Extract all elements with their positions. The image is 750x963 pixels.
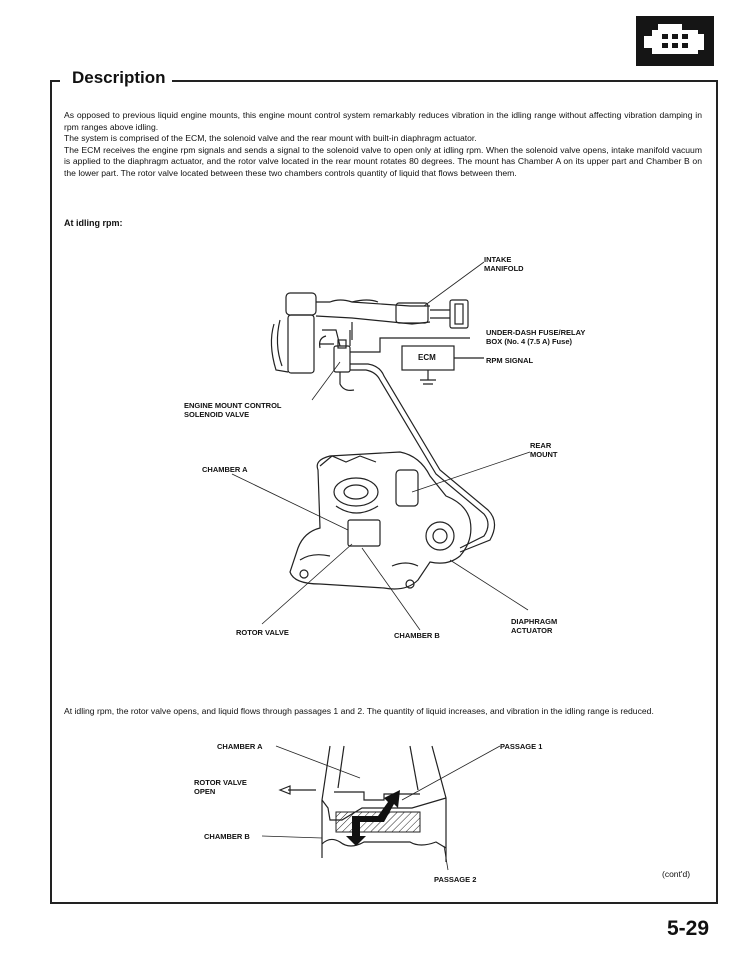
intro-paragraph: The ECM receives the engine rpm signals … [64,144,702,178]
continued-note: (cont'd) [662,869,691,879]
section-title: Description [68,68,170,88]
rear-mount-label: REAR MOUNT [530,441,558,459]
intro-paragraph: As opposed to previous liquid engine mou… [64,110,702,132]
intro-paragraph: The system is comprised of the ECM, the … [64,133,477,144]
chamber-b-label: CHAMBER B [394,631,440,640]
page-number: 5-29 [667,917,710,940]
intro-text: As opposed to previous liquid engine mou… [64,110,702,180]
diagram-subhead: At idling rpm: [64,218,123,228]
chamber-a-label: CHAMBER A [217,742,263,751]
passage-2-label: PASSAGE 2 [434,875,477,884]
fuse-box-label: UNDER-DASH FUSE/RELAY BOX (No. 4 (7.5 A)… [486,328,586,346]
rotor-valve-label: ROTOR VALVE [236,628,289,637]
chamber-b-label: CHAMBER B [204,832,250,841]
rotor-valve-open-label: ROTOR VALVE OPEN [194,778,247,796]
engine-icon [644,24,704,54]
chamber-a-label: CHAMBER A [202,465,248,474]
content-frame [50,80,718,904]
idling-description: At idling rpm, the rotor valve opens, an… [64,706,654,716]
ecm-label: ECM [418,353,436,362]
intake-manifold-label: INTAKE MANIFOLD [484,255,524,273]
flow-arrow [346,790,400,846]
diaphragm-actuator-label: DIAPHRAGM ACTUATOR [511,617,558,635]
solenoid-valve-label: ENGINE MOUNT CONTROL SOLENOID VALVE [184,401,282,419]
section-tab [636,16,714,66]
frame-rule [172,80,718,82]
passage-1-label: PASSAGE 1 [500,742,543,751]
frame-rule [50,80,60,82]
rpm-signal-label: RPM SIGNAL [486,356,534,365]
